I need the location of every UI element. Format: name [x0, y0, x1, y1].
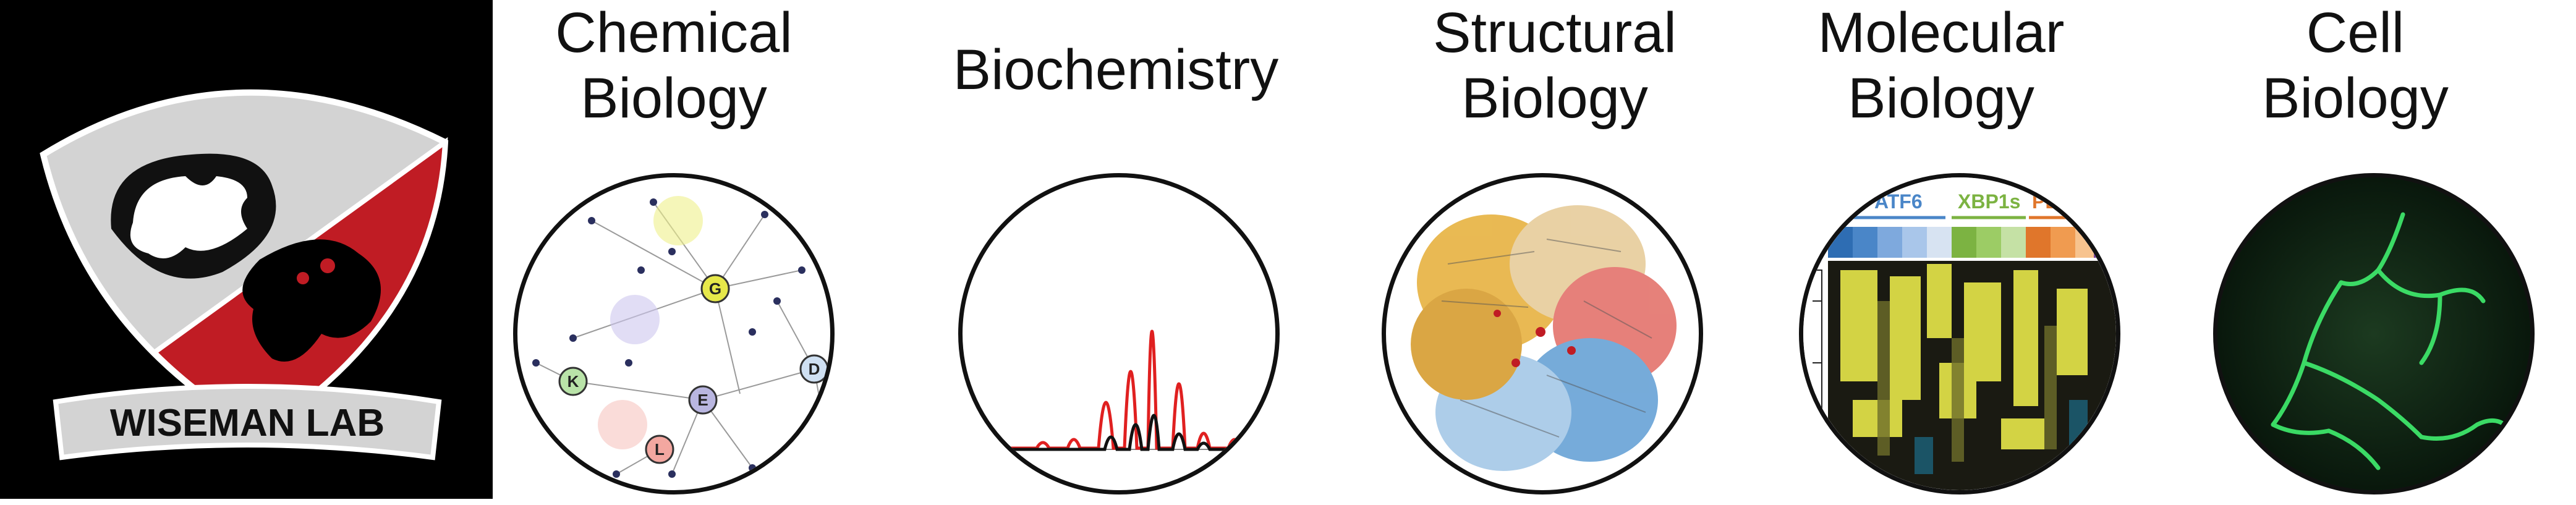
protein-structure-circle	[1382, 173, 1703, 494]
chromatogram-circle	[958, 173, 1280, 494]
group-label-perk: PERK	[2032, 190, 2087, 213]
banner-text: WISEMAN LAB	[110, 402, 385, 444]
svg-text:E: E	[697, 391, 708, 409]
svg-text:D: D	[809, 360, 820, 378]
banner-ribbon	[53, 384, 442, 460]
group-label-atf6: ATF6	[1874, 190, 1923, 213]
blob-icon	[242, 239, 381, 362]
black-trace	[1006, 414, 1241, 451]
red-trace	[1006, 329, 1243, 450]
node-l	[645, 435, 674, 464]
structural-biology-title: Structural Biology	[1433, 1, 1677, 130]
chromatogram-trace	[1006, 329, 1243, 451]
svg-text:K: K	[567, 372, 579, 391]
fluorescence-circle	[2213, 173, 2535, 494]
molecule-glow-yellow	[653, 196, 703, 245]
shield-emblem: WISEMAN LAB	[40, 89, 449, 460]
node-k	[558, 367, 588, 396]
network-graph: G K E L D	[532, 196, 830, 478]
chemical-network-circle: G K E L D	[513, 173, 835, 494]
svg-text:L: L	[655, 440, 665, 459]
biochemistry-title: Biochemistry	[953, 38, 1279, 101]
group-label-xbp1s: XBP1s	[1958, 190, 2020, 213]
chemical-biology-title: Chemical Biology	[555, 1, 793, 130]
heatmap-chart: ATF6 XBP1s PERK	[1803, 177, 2116, 490]
svg-text:G: G	[709, 279, 721, 298]
cell-biology-title: Cell Biology	[2262, 1, 2449, 130]
molecule-glow-purple	[610, 295, 660, 344]
wiseman-lab-logo: WISEMAN LAB	[0, 0, 493, 499]
mitochondria-fluorescence	[2217, 177, 2530, 490]
molecule-glow-pink	[598, 400, 647, 449]
molecular-biology-title: Molecular Biology	[1817, 1, 2065, 130]
node-g	[700, 274, 730, 303]
protein-ribbon	[1411, 205, 1677, 471]
heatmap-circle: ATF6 XBP1s PERK	[1799, 173, 2120, 494]
node-e	[688, 385, 718, 415]
